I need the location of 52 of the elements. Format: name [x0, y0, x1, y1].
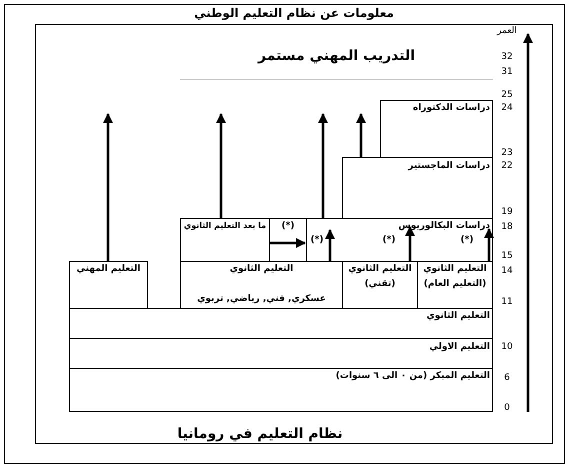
footnote-mark: (*)	[382, 235, 396, 245]
axis-title: العمر	[496, 26, 518, 36]
age-label: 11	[500, 297, 514, 307]
age-label: 6	[503, 373, 511, 383]
stage-label: التعليم الثانوي	[425, 311, 490, 321]
age-label: 31	[500, 67, 514, 77]
stage-box	[69, 308, 493, 339]
stage-box	[380, 100, 493, 158]
age-label: 0	[503, 403, 511, 413]
age-label: 18	[500, 222, 514, 232]
stage-label: التعليم المهني	[76, 264, 142, 274]
stage-label: التعليم الثانوي	[422, 264, 488, 274]
stage-label: عسكري, فني, رياضي, تربوي	[196, 294, 327, 304]
age-label: 22	[500, 161, 514, 171]
arrow	[103, 113, 113, 261]
age-label: 15	[500, 251, 514, 261]
stage-box	[69, 338, 493, 369]
stage-box	[180, 218, 307, 262]
age-label: 25	[500, 90, 514, 100]
arrow	[269, 238, 306, 248]
arrow	[484, 228, 494, 261]
stage-label: التعليم الاولي	[428, 342, 490, 352]
stage-box	[69, 368, 493, 412]
caption: نظام التعليم في رومانيا	[176, 426, 344, 442]
stage-label: (التعليم العام)	[422, 279, 488, 289]
stage-label: دراسات الدكتوراه	[412, 103, 490, 113]
footnote-mark: (*)	[460, 235, 474, 245]
footnote-mark: (*)	[310, 235, 324, 245]
arrow	[325, 229, 335, 261]
age-label: 19	[500, 207, 514, 217]
stage-label: ما بعد التعليم الثانوي	[182, 221, 268, 230]
stage-box	[306, 218, 493, 262]
stage-label: دراسات الماجستير	[406, 161, 490, 171]
stage-label: التعليم المبكر (من ٠ الى ٦ سنوات)	[334, 371, 490, 381]
title: معلومات عن نظام التعليم الوطني	[193, 6, 395, 20]
stage-label: التعليم الثانوي	[347, 264, 413, 274]
arrow	[318, 113, 328, 218]
age-label: 24	[500, 103, 514, 113]
stage-box	[342, 157, 493, 219]
stage-box	[69, 261, 148, 309]
footnote-mark: (*)	[280, 221, 296, 231]
age-label: 10	[500, 342, 514, 352]
stage-label: التعليم الثانوي	[228, 264, 294, 274]
stage-label: التدريب المهني مستمر	[256, 48, 416, 64]
arrow	[216, 113, 226, 218]
stage-label: دراسات البكالوريوس	[397, 221, 490, 231]
age-label: 23	[500, 148, 514, 158]
arrow	[405, 226, 415, 261]
arrow	[356, 113, 366, 157]
stage-label: (تقني)	[364, 279, 396, 289]
age-label: 32	[500, 52, 514, 62]
age-label: 14	[500, 266, 514, 276]
